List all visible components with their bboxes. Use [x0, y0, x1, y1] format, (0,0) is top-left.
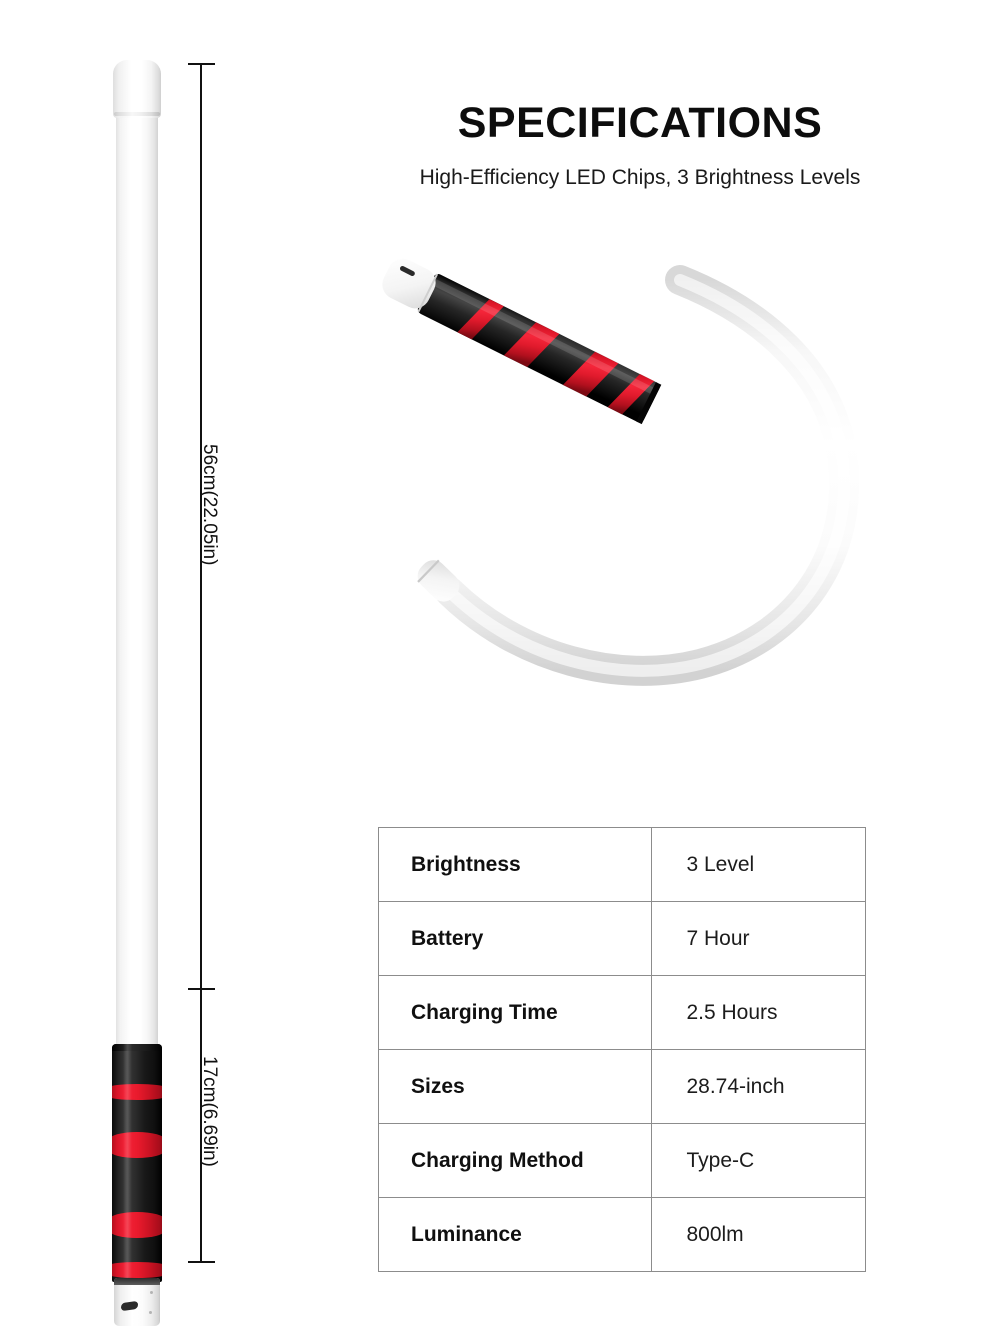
bottom-end-cap [114, 1278, 160, 1326]
red-stripe [112, 1084, 162, 1100]
straight-led-tube-light [108, 56, 170, 1326]
spec-value: 800lm [651, 1197, 866, 1272]
spec-label: Charging Time [377, 975, 653, 1050]
red-stripe [457, 299, 504, 340]
spec-value: 28.74-inch [651, 1049, 866, 1124]
usb-c-port-icon [399, 266, 415, 276]
dimension-tick-middle [188, 988, 215, 990]
spec-label: Luminance [377, 1197, 653, 1272]
spec-label: Brightness [377, 827, 653, 902]
spec-label: Sizes [377, 1049, 653, 1124]
product-spec-page: SPECIFICATIONS High-Efficiency LED Chips… [108, 56, 920, 1326]
handle-grip-black-curved [417, 274, 662, 425]
dimension-tick-top [188, 63, 215, 65]
table-row: Sizes 28.74-inch [377, 1049, 866, 1124]
table-row: Charging Time 2.5 Hours [377, 975, 866, 1050]
table-row: Charging Method Type-C [377, 1123, 866, 1198]
tube-top-cap [113, 60, 161, 118]
screw-dot-icon [149, 1311, 152, 1314]
curved-tube-illustration [382, 258, 860, 686]
handle-grip-black [112, 1044, 162, 1282]
specifications-table: Brightness 3 Level Battery 7 Hour Chargi… [377, 827, 866, 1272]
heading-block: SPECIFICATIONS High-Efficiency LED Chips… [360, 99, 920, 190]
tube-body-white [116, 100, 158, 1050]
table-row: Luminance 800lm [377, 1197, 866, 1272]
dimension-tick-bottom [188, 1261, 215, 1263]
end-cap-rim [114, 1278, 160, 1285]
spec-label: Battery [377, 901, 653, 976]
dimension-line-upper [200, 64, 202, 989]
dimension-annotations: 56cm(22.05in) 17cm(6.69in) [188, 56, 232, 1276]
spec-value: 3 Level [651, 827, 866, 902]
spec-value: Type-C [651, 1123, 866, 1198]
dimension-label-handle-length: 17cm(6.69in) [199, 1056, 220, 1167]
tube-top-cap-seam [114, 112, 160, 116]
red-stripe [112, 1132, 162, 1158]
usb-c-port-icon [121, 1300, 138, 1312]
red-stripe-group [457, 299, 655, 415]
red-stripe [503, 322, 560, 368]
curved-tube-end-cap [417, 559, 460, 602]
red-stripe [112, 1262, 162, 1278]
dimension-line-lower [200, 989, 202, 1262]
spec-value: 7 Hour [651, 901, 866, 976]
dimension-label-total-length: 56cm(22.05in) [199, 444, 220, 566]
red-stripe [562, 351, 619, 397]
red-stripe [112, 1212, 162, 1238]
table-row: Battery 7 Hour [377, 901, 866, 976]
spec-label: Charging Method [377, 1123, 653, 1198]
specifications-table-body: Brightness 3 Level Battery 7 Hour Chargi… [377, 827, 866, 1272]
flexible-curved-led-tube-light [330, 240, 900, 740]
page-subtitle: High-Efficiency LED Chips, 3 Brightness … [419, 166, 861, 190]
handle-seam [636, 382, 662, 425]
handle-gloss-highlight [123, 1044, 132, 1282]
spec-value: 2.5 Hours [651, 975, 866, 1050]
red-stripe [607, 374, 655, 415]
table-row: Brightness 3 Level [377, 827, 866, 902]
handle-top-lip [112, 1044, 162, 1051]
handle-gloss-highlight [430, 277, 659, 397]
curved-tube-top-cap [382, 258, 439, 313]
flexible-white-tube-highlight [444, 274, 851, 677]
page-title: SPECIFICATIONS [457, 99, 823, 147]
